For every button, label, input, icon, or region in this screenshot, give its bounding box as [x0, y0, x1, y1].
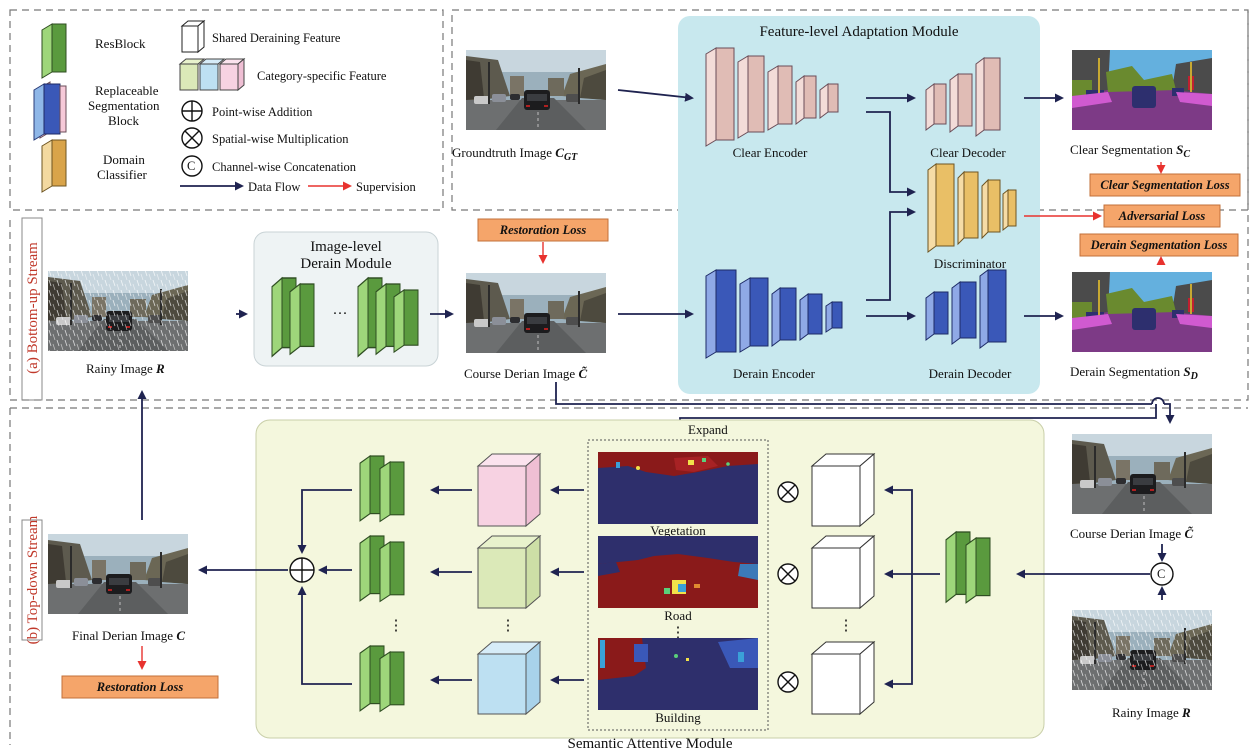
legend-segmentation-block-icon [33, 81, 67, 141]
legend-concat-symbol: C [187, 159, 195, 173]
attention-map-vegetation [598, 452, 758, 524]
expand-label: Expand [688, 422, 728, 437]
derain-decoder-label: Derain Decoder [929, 366, 1012, 381]
svg-text:(b) Top-down Stream: (b) Top-down Stream [25, 515, 41, 644]
category-feature-green [476, 534, 542, 610]
legend-shared-feature-icon [180, 19, 206, 54]
resblock-stack-3 [359, 645, 405, 712]
shared-feature-3 [810, 640, 876, 716]
legend-domain-label-2: Classifier [97, 167, 147, 182]
category-vdots: ⋮ [501, 618, 516, 634]
legend-channelwise-label: Channel-wise Concatenation [212, 160, 357, 174]
clear-segmentation-loss-box [1089, 173, 1241, 197]
adversarial-loss-box [1103, 204, 1221, 228]
legend-supervision-label: Supervision [356, 180, 416, 194]
image-derain-module-title-2: Derain Module [300, 256, 392, 272]
legend-pointwise-addition-icon [181, 100, 203, 122]
course-derain-label-top: Course Derian Image C̃ [464, 366, 588, 381]
legend-spatialwise-label: Spatial-wise Multiplication [212, 132, 349, 146]
rainy-image-label-top: Rainy Image R [86, 361, 165, 376]
course-derain-image-top [466, 272, 606, 354]
legend-channelwise-concatenation-icon [181, 155, 203, 177]
rainy-image-top [48, 264, 188, 358]
svg-text:(a) Bottom-up Stream: (a) Bottom-up Stream [25, 242, 41, 374]
clear-segmentation-label: Clear Segmentation SC [1070, 142, 1190, 160]
concat-icon [1150, 562, 1174, 586]
bottom-data-flow-arrows [198, 485, 1167, 689]
final-derain-image [48, 533, 188, 615]
clear-segmentation-map [1072, 50, 1212, 130]
restoration-loss-label-bottom: Restoration Loss [96, 680, 184, 694]
legend-domain-label-1: Domain [103, 152, 145, 167]
feature-adaptation-module-title: Feature-level Adaptation Module [759, 24, 958, 40]
attention-map-building [598, 638, 758, 710]
category-feature-blue [476, 640, 542, 716]
discriminator-label: Discriminator [934, 256, 1007, 271]
rainy-image-label-bottom: Rainy Image R [1112, 705, 1191, 720]
multiply-icon-3 [777, 671, 799, 693]
legend-domain-classifier-icon [41, 139, 67, 193]
attention-maps-box [587, 439, 769, 731]
legend-spatialwise-multiplication-icon [181, 127, 203, 149]
attention-vdots: ⋮ [671, 625, 686, 641]
derain-encoder-label: Derain Encoder [733, 366, 816, 381]
legend-pointwise-label: Point-wise Addition [212, 105, 313, 119]
adversarial-loss-label: Adversarial Loss [1118, 209, 1206, 223]
final-derain-label: Final Derian Image C [72, 628, 185, 643]
vegetation-label: Vegetation [650, 523, 706, 538]
derain-segmentation-map [1072, 272, 1212, 352]
multiply-icon-1 [777, 481, 799, 503]
derain-encoder [705, 269, 843, 359]
legend-resblock-label: ResBlock [95, 36, 146, 51]
clear-decoder-label: Clear Decoder [930, 145, 1006, 160]
legend-category-feature-icon [178, 57, 246, 92]
derain-segmentation-loss-label: Derain Segmentation Loss [1090, 238, 1228, 252]
resblock-stack-1 [359, 455, 405, 522]
shared-feature-2 [810, 534, 876, 610]
semantic-attentive-module-title: Semantic Attentive Module [568, 736, 733, 751]
road-label: Road [664, 608, 692, 623]
top-down-stream-label: (b) Top-down Stream [25, 515, 41, 644]
clear-decoder [925, 57, 1001, 137]
bottom-up-stream-label: (a) Bottom-up Stream [25, 242, 41, 374]
concat-symbol: C [1157, 567, 1165, 581]
resblock-vdots: ⋮ [389, 618, 404, 634]
multiply-icon-2 [777, 563, 799, 585]
resblock-shared [945, 531, 991, 604]
derain-segmentation-label: Derain Segmentation SD [1070, 364, 1198, 382]
clear-encoder [705, 47, 839, 147]
legend-replaceable-label-2: Segmentation [88, 98, 160, 113]
resblock-stack-2 [359, 535, 405, 602]
clear-segmentation-loss-label: Clear Segmentation Loss [1100, 178, 1229, 192]
attention-map-road [598, 536, 758, 608]
derain-decoder [925, 269, 1007, 349]
restoration-loss-label-top: Restoration Loss [499, 223, 587, 237]
legend-data-flow-label: Data Flow [248, 180, 300, 194]
course-derain-image-bottom [1072, 433, 1212, 515]
image-derain-module-title-1: Image-level [310, 239, 382, 255]
legend-category-label: Category-specific Feature [257, 69, 387, 83]
image-derain-ellipsis: ··· [333, 306, 348, 322]
legend-shared-label: Shared Deraining Feature [212, 31, 341, 45]
restoration-loss-box-top [477, 218, 609, 242]
clear-encoder-label: Clear Encoder [733, 145, 808, 160]
top-supervision-arrows [538, 162, 1166, 265]
course-derain-label-bottom: Course Derian Image C̃ [1070, 526, 1194, 541]
groundtruth-image [466, 50, 606, 130]
legend-replaceable-label-1: Replaceable [95, 83, 159, 98]
groundtruth-label: Groundtruth Image CGT [452, 145, 578, 163]
building-label: Building [655, 710, 701, 725]
shared-feature-1 [810, 452, 876, 528]
restoration-loss-box-bottom [61, 675, 219, 699]
shared-vdots: ⋮ [839, 618, 854, 634]
category-feature-pink [476, 452, 542, 528]
rainy-image-bottom [1072, 604, 1212, 696]
legend-resblock-icon [41, 23, 67, 79]
discriminator [927, 163, 1017, 253]
legend-replaceable-label-3: Block [108, 113, 140, 128]
addition-icon [289, 557, 315, 583]
